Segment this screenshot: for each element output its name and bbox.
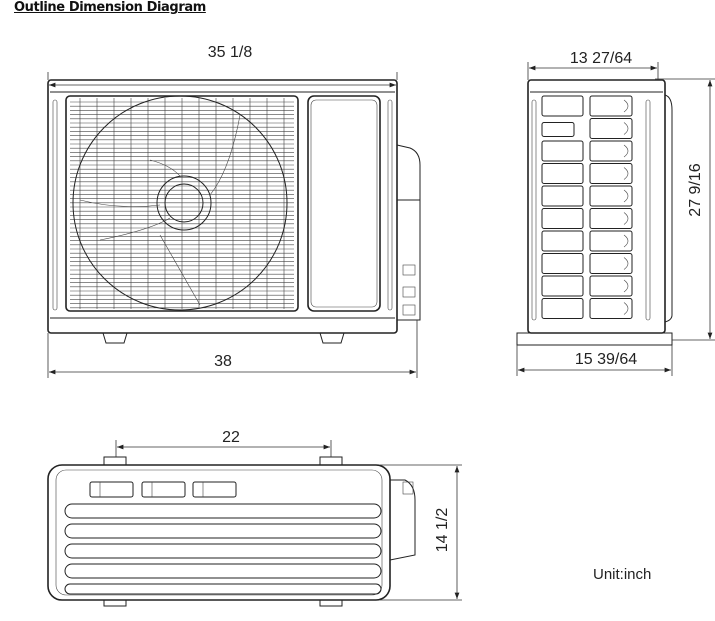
unit-label: Unit:inch bbox=[593, 566, 652, 583]
dimension-top-feet: 22 bbox=[115, 429, 332, 457]
dimension-label: 27 9/16 bbox=[687, 163, 704, 216]
fan-grille bbox=[65, 95, 299, 312]
dimension-label: 38 bbox=[214, 353, 232, 370]
dimension-side-top: 13 27/64 bbox=[527, 50, 659, 80]
dimension-label: 15 39/64 bbox=[575, 351, 637, 368]
dimension-label: 22 bbox=[222, 429, 240, 446]
side-view bbox=[516, 79, 673, 346]
top-view bbox=[47, 456, 416, 607]
dimension-label: 14 1/2 bbox=[434, 508, 451, 553]
valve-box bbox=[396, 144, 421, 321]
side-panel bbox=[307, 95, 381, 312]
diagram-title: Outline Dimension Diagram bbox=[14, 0, 206, 15]
dimension-front-top: 35 1/8 bbox=[47, 44, 398, 88]
dimension-front-bottom: 38 bbox=[47, 320, 418, 378]
dimension-label: 13 27/64 bbox=[570, 50, 632, 67]
dimension-label: 35 1/8 bbox=[208, 44, 253, 61]
dimension-top-depth: 14 1/2 bbox=[380, 464, 462, 601]
dimension-side-base: 15 39/64 bbox=[516, 345, 673, 376]
front-view bbox=[47, 79, 421, 344]
dimension-side-height: 27 9/16 bbox=[655, 78, 715, 341]
